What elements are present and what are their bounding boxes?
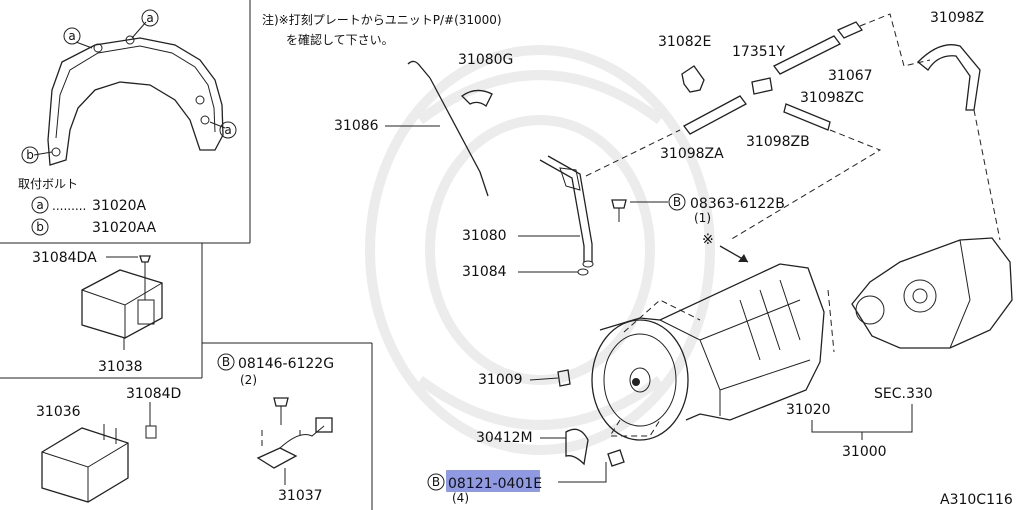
bolt-1-head	[611, 199, 627, 209]
leader-bolt-3	[558, 462, 607, 483]
svg-text:a: a	[68, 29, 75, 43]
clip-31080G	[460, 89, 493, 107]
bolt-1-qty: (1)	[694, 211, 711, 225]
leader-31009	[529, 377, 559, 381]
callout-b-1: b	[21, 146, 39, 164]
bolt-2-qty: (2)	[240, 373, 257, 387]
highlight-box	[446, 470, 540, 492]
transfer-case-drawing	[851, 237, 1013, 349]
legend-row-a: a ......... 31020A	[31, 196, 147, 214]
transmission-drawing	[591, 263, 835, 441]
module-31038-drawing	[81, 255, 163, 350]
svg-text:B: B	[222, 355, 230, 369]
breather-hoses-drawing	[585, 13, 1001, 241]
panel-borders	[0, 0, 373, 510]
legend-a-value: 31020A	[92, 198, 147, 214]
cover-30412M	[565, 428, 589, 466]
svg-text:b: b	[36, 220, 44, 234]
svg-text:.........: .........	[52, 199, 86, 213]
label-31098ZA[interactable]: 31098ZA	[660, 146, 724, 162]
label-SEC330[interactable]: SEC.330	[874, 386, 933, 402]
label-30412M[interactable]: 30412M	[476, 430, 533, 446]
star-arrowhead	[738, 254, 748, 262]
svg-text:B: B	[432, 475, 440, 489]
label-31086[interactable]: 31086	[334, 118, 379, 134]
label-31036[interactable]: 31036	[36, 404, 81, 420]
label-31098Z[interactable]: 31098Z	[930, 10, 984, 26]
bolt-1-callout: B	[668, 193, 686, 211]
sensor-31037-drawing	[256, 397, 333, 469]
module-31036-drawing	[41, 424, 157, 503]
bolt-3-head	[607, 449, 625, 467]
label-31000[interactable]: 31000	[842, 444, 887, 460]
label-31098ZC[interactable]: 31098ZC	[800, 90, 864, 106]
label-31020[interactable]: 31020	[786, 402, 831, 418]
bolt-3-callout: B	[427, 473, 445, 491]
svg-text:a: a	[224, 123, 231, 137]
legend-title: 取付ボルト	[18, 177, 78, 191]
svg-text:a: a	[146, 11, 153, 25]
dipstick-drawing	[407, 60, 489, 197]
label-31038[interactable]: 31038	[98, 359, 143, 375]
fill-tube-drawing	[539, 155, 594, 268]
label-31082E[interactable]: 31082E	[658, 34, 711, 50]
callout-a-1: a	[63, 27, 81, 45]
label-31067[interactable]: 31067	[828, 68, 873, 84]
label-17351Y[interactable]: 17351Y	[732, 44, 786, 60]
svg-text:B: B	[673, 195, 681, 209]
note-line-2: を確認して下さい。	[286, 32, 394, 47]
legend-b-value: 31020AA	[92, 220, 157, 236]
svg-text:a: a	[36, 198, 43, 212]
label-31084[interactable]: 31084	[462, 264, 507, 280]
callout-a-2: a	[141, 9, 159, 27]
label-bolt-08146[interactable]: 08146-6122G	[238, 356, 334, 372]
callout-a-3: a	[219, 121, 237, 139]
bolt-31009	[557, 369, 571, 387]
watermark	[365, 45, 715, 455]
label-31080G[interactable]: 31080G	[458, 52, 513, 68]
label-31098ZB[interactable]: 31098ZB	[746, 134, 810, 150]
label-31080[interactable]: 31080	[462, 228, 507, 244]
bolt-2-callout: B	[217, 353, 235, 371]
label-31009[interactable]: 31009	[478, 372, 523, 388]
legend-row-b: b 31020AA	[31, 218, 157, 236]
note-line-1: 注)※打刻プレートからユニットP/#(31000)	[262, 12, 502, 27]
diagram-id: A310C116	[940, 492, 1013, 508]
label-bolt-08121[interactable]: 08121-0401E	[448, 476, 542, 492]
label-31084D[interactable]: 31084D	[126, 386, 181, 402]
o-ring-31084	[577, 268, 589, 276]
svg-text:b: b	[26, 148, 34, 162]
star-mark: ※	[702, 232, 714, 248]
label-31037[interactable]: 31037	[278, 488, 323, 504]
bolt-3-qty: (4)	[452, 491, 469, 505]
label-31084DA[interactable]: 31084DA	[32, 250, 97, 266]
cover-plate-drawing	[33, 21, 226, 166]
label-bolt-08363[interactable]: 08363-6122B	[690, 196, 785, 212]
